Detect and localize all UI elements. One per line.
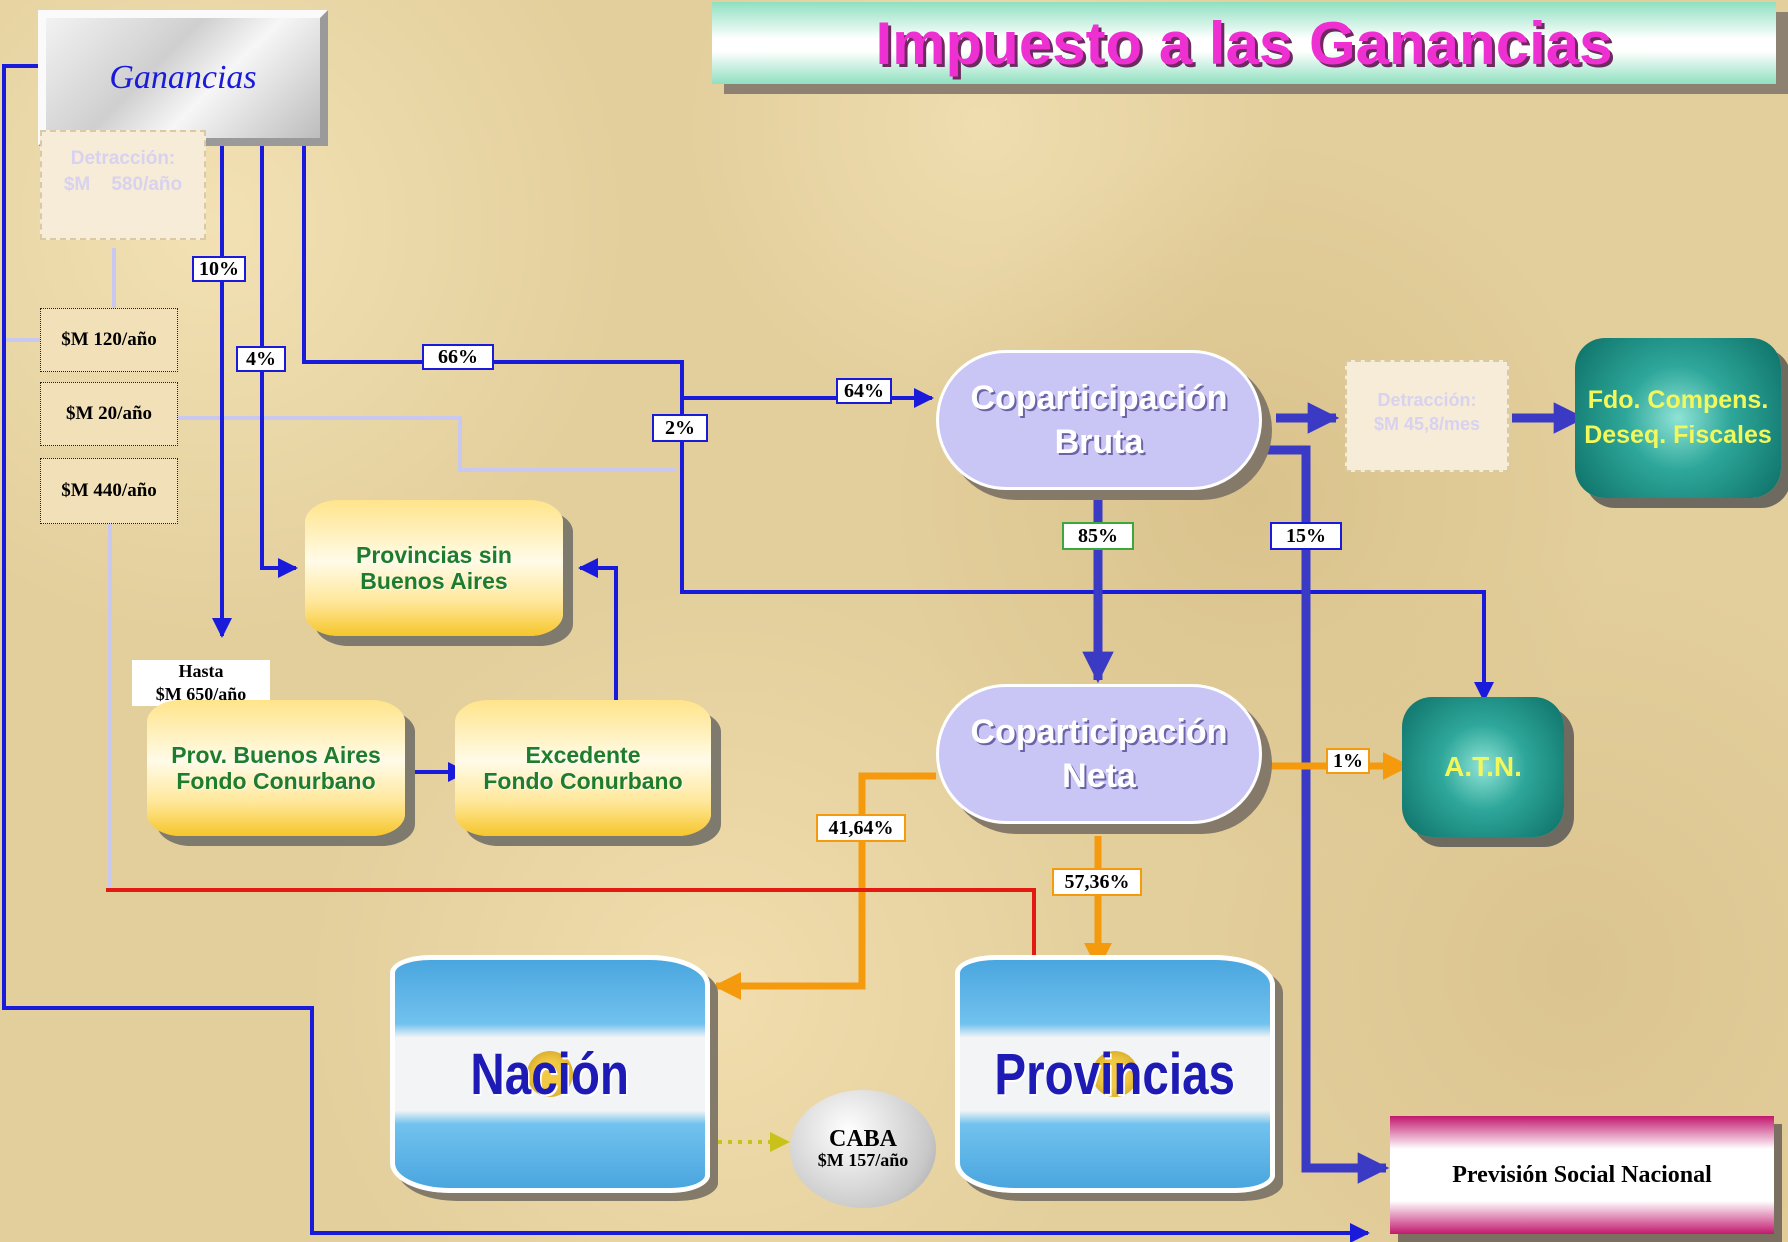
- pct-5736-label: 57,36%: [1064, 870, 1130, 893]
- pct-64-label: 64%: [844, 379, 884, 402]
- blue-line-4: [260, 146, 298, 578]
- hasta-limit-label: Hasta $M 650/año: [132, 660, 270, 706]
- pct-2-tag: 2%: [652, 414, 708, 442]
- pct-85-label: 85%: [1078, 524, 1118, 547]
- excedente-line1: Excedente: [525, 741, 641, 768]
- caba-amount: $M 157/año: [817, 1150, 909, 1171]
- blue-line-66: [302, 146, 934, 408]
- amount-120-label: $M 120/año: [61, 329, 157, 350]
- sol-de-mayo-icon: [1092, 1051, 1138, 1097]
- pct-1-label: 1%: [1333, 749, 1363, 772]
- blue-line-excedente-up: [578, 558, 618, 700]
- fdo-compens-box: Fdo. Compens. Deseq. Fiscales: [1575, 338, 1781, 498]
- prov-ba-line1: Prov. Buenos Aires: [171, 741, 381, 768]
- fdo-compens-line2: Deseq. Fiscales: [1584, 421, 1772, 449]
- atn-label: A.T.N.: [1444, 751, 1522, 783]
- thick-line-15: [1258, 445, 1390, 1184]
- nacion-flag: Nación: [390, 955, 710, 1193]
- sol-de-mayo-icon: [527, 1051, 573, 1097]
- pct-64-tag: 64%: [836, 378, 892, 404]
- light-line-20: [178, 416, 676, 472]
- orange-line-4164: [713, 772, 936, 1000]
- provincias-sin-ba-line2: Buenos Aires: [360, 568, 508, 594]
- detraccion-580-line1: Detracción:: [70, 148, 176, 169]
- copart-bruta-line2: Bruta: [1054, 423, 1144, 461]
- copart-bruta-line1: Coparticipación: [970, 378, 1228, 417]
- pct-4-label: 4%: [246, 347, 276, 370]
- pct-1-tag: 1%: [1326, 748, 1370, 774]
- provincias-label: Provincias: [994, 1041, 1236, 1107]
- pct-15-tag: 15%: [1270, 522, 1342, 550]
- copart-neta-line1: Coparticipación: [970, 712, 1228, 751]
- pct-4-tag: 4%: [236, 346, 286, 372]
- atn-box: A.T.N.: [1402, 697, 1564, 837]
- amount-120-box: $M 120/año: [40, 308, 178, 372]
- pct-4164-label: 41,64%: [828, 816, 894, 839]
- hasta-line1: Hasta: [178, 661, 224, 681]
- blue-line-left-outer: [2, 64, 1370, 1242]
- pct-66-tag: 66%: [422, 344, 494, 370]
- detraccion-45-line2: $M 45,8/mes: [1373, 414, 1481, 435]
- prevision-social-box: Previsión Social Nacional: [1390, 1116, 1774, 1234]
- caba-title: CABA: [828, 1126, 897, 1153]
- pct-4164-tag: 41,64%: [816, 814, 906, 842]
- pct-5736-tag: 57,36%: [1052, 868, 1142, 896]
- amount-440-label: $M 440/año: [61, 480, 157, 501]
- ganancias-source-box: Ganancias: [38, 10, 328, 146]
- amount-440-box: $M 440/año: [40, 458, 178, 524]
- nacion-label: Nación: [470, 1041, 630, 1107]
- blue-line-2-to-atn: [680, 362, 1494, 702]
- pct-66-label: 66%: [438, 345, 478, 368]
- title-bar: Impuesto a las Ganancias: [712, 2, 1776, 84]
- fdo-compens-line1: Fdo. Compens.: [1587, 386, 1769, 414]
- detraccion-580-line2: $M 580/año: [63, 173, 183, 195]
- ganancias-label: Ganancias: [109, 59, 257, 96]
- pct-10-label: 10%: [199, 257, 239, 280]
- pct-10-tag: 10%: [192, 256, 246, 282]
- prevision-label: Previsión Social Nacional: [1452, 1161, 1712, 1188]
- provincias-flag: Provincias: [955, 955, 1275, 1193]
- amount-20-box: $M 20/año: [40, 382, 178, 446]
- amount-20-label: $M 20/año: [65, 403, 153, 424]
- detraccion-45-line1: Detracción:: [1377, 390, 1477, 410]
- red-line-440: [106, 888, 1044, 978]
- pct-2-label: 2%: [665, 416, 695, 439]
- page-title: Impuesto a las Ganancias: [875, 9, 1613, 77]
- detraccion-45-note: Detracción: $M 45,8/mes: [1345, 360, 1509, 472]
- caba-node: CABA $M 157/año: [790, 1090, 936, 1208]
- pct-85-tag: 85%: [1062, 522, 1134, 550]
- pct-15-label: 15%: [1286, 524, 1326, 547]
- copart-neta-line2: Neta: [1062, 757, 1136, 795]
- detraccion-580-note: Detracción: $M 580/año: [40, 130, 206, 240]
- provincias-sin-ba-line1: Provincias sin: [356, 541, 512, 568]
- excedente-line2: Fondo Conurbano: [483, 768, 683, 794]
- prov-ba-line2: Fondo Conurbano: [176, 768, 376, 794]
- hasta-line2: $M 650/año: [155, 684, 247, 705]
